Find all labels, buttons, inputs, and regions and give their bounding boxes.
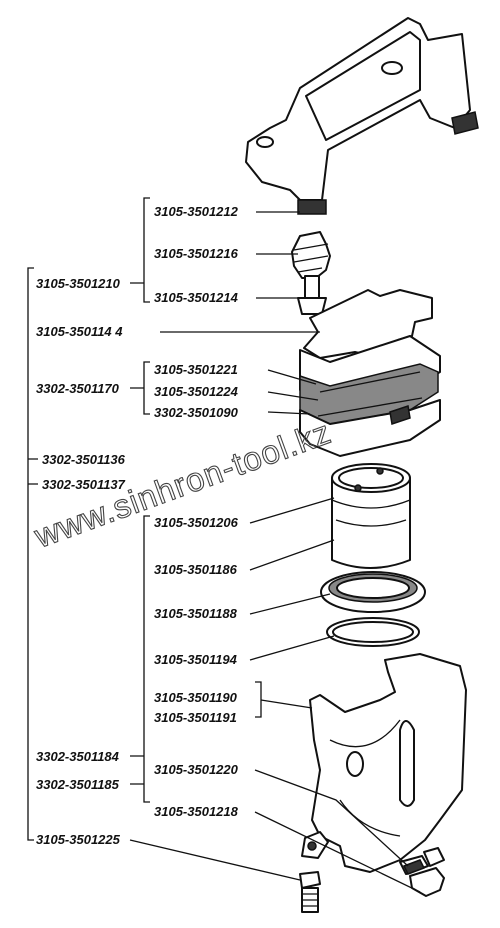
- leader-lines: [129, 211, 421, 893]
- label-3105-3501188: 3105-3501188: [154, 606, 238, 621]
- label-3105-3501210: 3105-3501210: [36, 276, 121, 291]
- bracket-main: [27, 267, 38, 841]
- seal-ring: [326, 617, 420, 647]
- label-3105-3501194: 3105-3501194: [154, 652, 238, 667]
- label-3302-3501185: 3302-3501185: [36, 777, 120, 792]
- label-3105-3501206: 3105-3501206: [154, 515, 239, 530]
- label-3105-3501214: 3105-3501214: [154, 290, 239, 305]
- dust-boot: [320, 571, 426, 613]
- label-3105-3501191: 3105-3501191: [154, 710, 237, 725]
- label-3105-3501221: 3105-3501221: [154, 362, 238, 377]
- guide-pin-boot: [291, 231, 331, 279]
- label-3302-3501136: 3302-3501136: [42, 452, 126, 467]
- caliper-bracket: [245, 17, 479, 215]
- bolt: [299, 871, 321, 913]
- label-3105-3501190: 3105-3501190: [154, 690, 238, 705]
- label-3105-3501186: 3105-3501186: [154, 562, 238, 577]
- label-3105-3501218: 3105-3501218: [154, 804, 239, 819]
- caliper-housing: [301, 653, 467, 873]
- label-3302-3501137: 3302-3501137: [42, 477, 126, 492]
- label-3105-3501216: 3105-3501216: [154, 246, 239, 261]
- label-3302-3501184: 3302-3501184: [36, 749, 120, 764]
- brake-pad-set: [299, 335, 441, 457]
- label-3302-3501170: 3302-3501170: [36, 381, 120, 396]
- label-3105-3501212: 3105-3501212: [154, 204, 239, 219]
- label-3105-3501225: 3105-3501225: [36, 832, 121, 847]
- valve-cap: [402, 847, 445, 875]
- label-3105-3501220: 3105-3501220: [154, 762, 239, 777]
- bracket-3302-3501184: [130, 515, 150, 803]
- label-3105-3501144: 3105-350114 4: [36, 324, 123, 339]
- bracket-3105-3501190: [255, 681, 262, 718]
- bracket-3105-3501210: [130, 197, 150, 303]
- bracket-3302-3501170: [130, 361, 150, 415]
- label-3105-3501224: 3105-3501224: [154, 384, 239, 399]
- piston: [331, 463, 411, 569]
- label-3302-3501090: 3302-3501090: [154, 405, 239, 420]
- part-labels: 3105-3501212 3105-3501216 3105-3501214 3…: [36, 204, 239, 847]
- guide-pin: [297, 275, 327, 315]
